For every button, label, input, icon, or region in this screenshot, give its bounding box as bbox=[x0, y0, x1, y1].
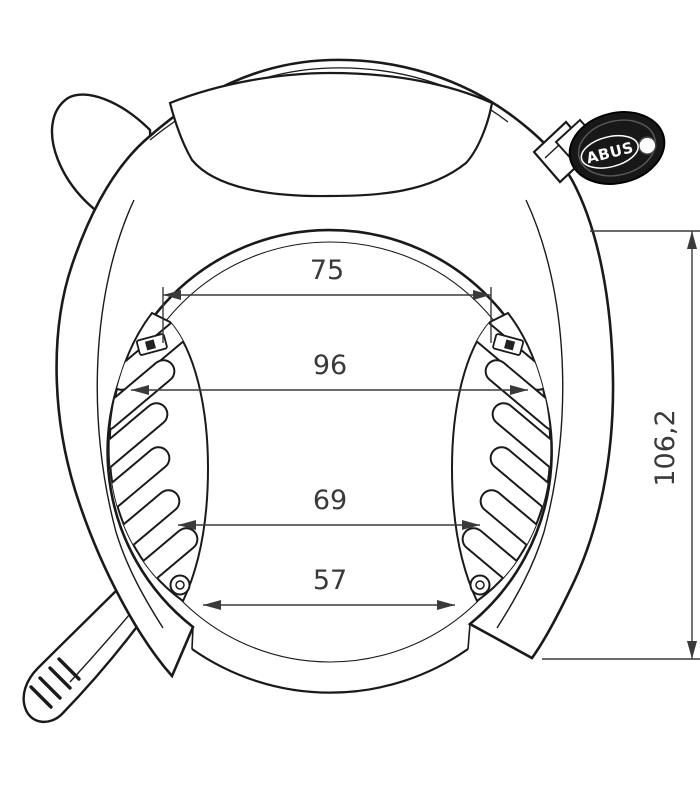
shackle-channel bbox=[191, 623, 471, 694]
left-arm-contour bbox=[96, 199, 164, 629]
right-panel-tab bbox=[492, 333, 525, 356]
left-hatch-slots bbox=[109, 319, 199, 599]
dimension-69-label: 69 bbox=[313, 485, 347, 516]
left-screw-hole bbox=[169, 574, 191, 596]
dimension-57-label: 57 bbox=[313, 565, 347, 596]
right-screw-hole bbox=[469, 574, 491, 596]
dimension-height-label: 106,2 bbox=[650, 409, 681, 486]
abus-logo-oval bbox=[580, 134, 639, 169]
key-ring-hole bbox=[638, 136, 657, 155]
lock-body bbox=[55, 58, 615, 679]
lock-lever bbox=[22, 583, 150, 723]
key-head: ABUS bbox=[568, 111, 666, 185]
dimension-75-label: 75 bbox=[310, 255, 344, 286]
top-cover-recess bbox=[168, 71, 494, 198]
right-arm-contour bbox=[496, 199, 564, 629]
dimension-75 bbox=[162, 287, 492, 343]
key: ABUS bbox=[532, 111, 666, 185]
lever-grip-ribs bbox=[29, 657, 81, 709]
dimension-height bbox=[542, 230, 700, 660]
dimension-96-label: 96 bbox=[313, 350, 347, 381]
left-panel-tab bbox=[135, 333, 168, 356]
